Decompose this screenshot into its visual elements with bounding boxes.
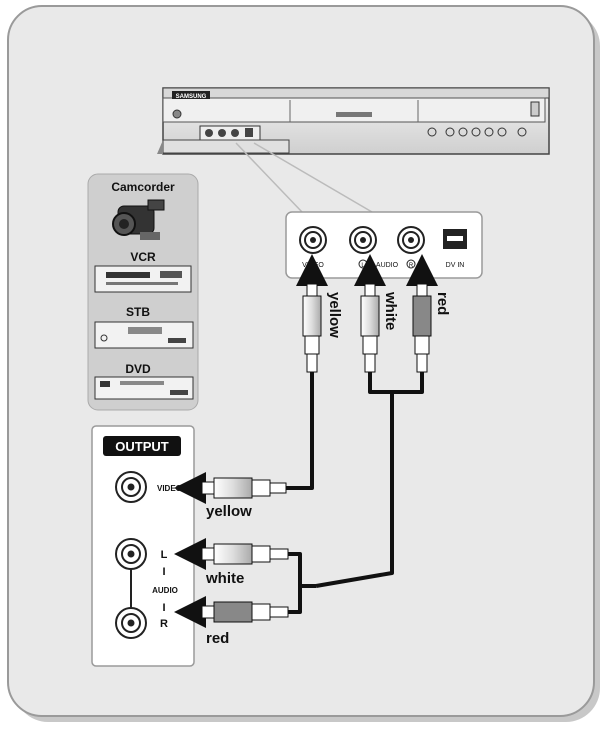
power-button	[172, 109, 182, 119]
disc-tray	[336, 112, 372, 117]
output-audio-left-jack	[115, 538, 147, 570]
output-title-badge	[103, 436, 181, 456]
audio-cable-red	[392, 372, 424, 394]
cable-label-bottom-red: red	[206, 630, 229, 647]
top-plug-red	[406, 254, 438, 373]
video-in-label: VIDEO	[302, 262, 324, 269]
video-in-jack	[299, 226, 327, 254]
bottom-plug-white	[174, 538, 289, 570]
output-r-letter: R	[160, 618, 168, 630]
source-label-camcorder: Camcorder	[111, 180, 175, 194]
audio-left-jack	[349, 226, 377, 254]
front-jack-panel: VIDEO L AUDIO R DV IN	[285, 211, 483, 279]
right-mark: R	[409, 263, 414, 269]
dv-in-label: DV IN	[446, 262, 465, 269]
cable-label-top-red: red	[434, 292, 451, 315]
source-label-stb: STB	[126, 305, 150, 319]
audio-right-jack	[397, 226, 425, 254]
output-panel: OUTPUT VIDEO L I AUDIO I R	[91, 425, 195, 667]
output-l-bar: I	[162, 566, 165, 578]
output-video-jack	[115, 471, 147, 503]
cable-label-top-yellow: yellow	[326, 292, 343, 338]
source-label-vcr: VCR	[130, 250, 156, 264]
output-r-bar: I	[162, 602, 165, 614]
output-video-label: VIDEO	[157, 484, 182, 493]
bottom-plugs	[174, 472, 289, 628]
cable-label-bottom-yellow: yellow	[206, 503, 252, 520]
output-audio-right-jack	[115, 607, 147, 639]
audio-cable-main	[315, 392, 394, 588]
brand-label: SAMSUNG	[176, 94, 207, 100]
dv-in-port	[443, 229, 467, 249]
bottom-plug-red	[174, 596, 289, 628]
brand-badge	[172, 91, 210, 99]
output-audio-label: AUDIO	[152, 586, 178, 595]
cable-label-bottom-white: white	[205, 570, 244, 587]
top-plug-yellow	[296, 254, 328, 373]
source-label-dvd: DVD	[125, 362, 151, 376]
top-plug-white	[354, 254, 386, 373]
output-title: OUTPUT	[115, 439, 169, 454]
dvd-recorder: SAMSUNG	[157, 87, 550, 155]
cables	[286, 372, 424, 614]
camcorder-icon	[112, 199, 165, 240]
bottom-plug-yellow	[174, 472, 287, 504]
cable-label-top-white: white	[382, 291, 399, 330]
stb-icon	[94, 321, 194, 349]
video-cable	[286, 372, 314, 490]
top-plugs	[296, 254, 438, 373]
output-l-letter: L	[161, 549, 168, 561]
zoom-callout	[235, 142, 373, 213]
dvd-player-icon	[94, 376, 194, 400]
source-devices-panel: Camcorder VCR STB DVD	[87, 173, 199, 411]
audio-in-label: AUDIO	[376, 262, 399, 269]
audio-cable-white	[368, 372, 392, 394]
vcr-icon	[94, 265, 192, 293]
audio-cable-split-red	[288, 584, 316, 614]
